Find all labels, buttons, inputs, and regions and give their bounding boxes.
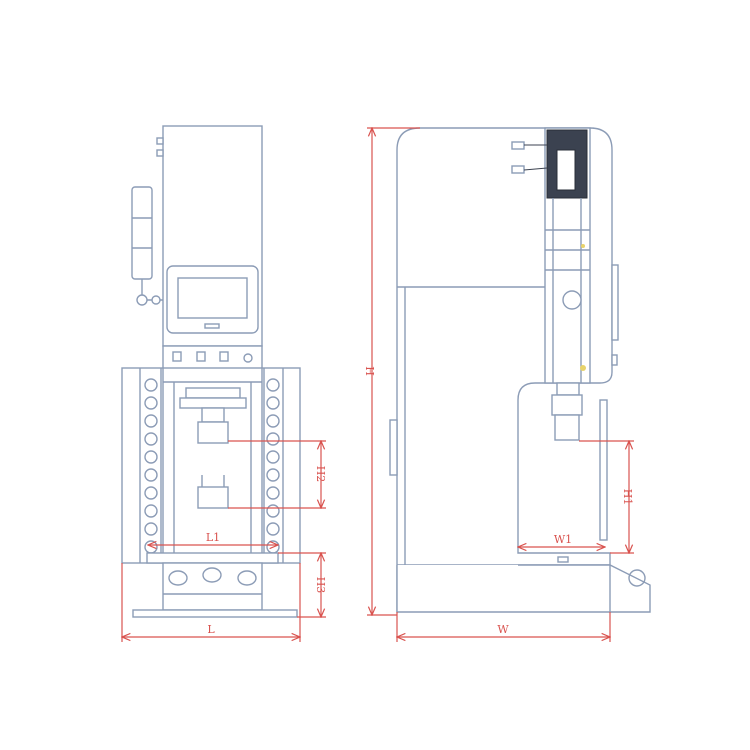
dimension-l: L (122, 563, 300, 642)
foot-knob-icon (628, 569, 646, 587)
head-tab (156, 149, 164, 157)
button-panel (162, 345, 263, 369)
column-hole (144, 378, 158, 392)
head-tab (156, 137, 164, 145)
base-plate (132, 609, 298, 618)
dimension-w: W (397, 612, 610, 642)
dimension-label-w: W (497, 623, 509, 636)
upper-die (197, 421, 229, 444)
column-hole (266, 468, 280, 482)
column-hole (144, 432, 158, 446)
coupling-icon (562, 290, 582, 310)
button-icon (196, 351, 206, 362)
column-hole (144, 504, 158, 518)
left-column (121, 367, 164, 564)
column-hole (144, 486, 158, 500)
button-icon (172, 351, 182, 362)
knob-icon (243, 353, 253, 363)
ram-assembly (179, 387, 247, 444)
column-hole (266, 450, 280, 464)
tower-light-icon (131, 186, 163, 306)
dimension-label-w1: W1 (554, 533, 572, 546)
column-hole (266, 414, 280, 428)
column-hole (144, 450, 158, 464)
side-view: H W W1 H1 (363, 127, 651, 642)
column-hole (266, 522, 280, 536)
column-hole (144, 396, 158, 410)
right-column (261, 367, 301, 564)
front-view: H2 L1 H3 L (121, 125, 327, 642)
side-ram (551, 382, 583, 441)
button-icon (219, 351, 229, 362)
column-hole (144, 414, 158, 428)
dimension-l1: L1 (148, 531, 278, 545)
dimension-label-l1: L1 (206, 531, 220, 544)
dimension-h1: H1 (579, 441, 634, 553)
column-hole (144, 468, 158, 482)
dimension-h2: H2 (228, 441, 327, 508)
work-table (146, 552, 279, 564)
dimension-w1: W1 (518, 533, 605, 547)
column-hole (266, 486, 280, 500)
side-base (396, 564, 651, 613)
column-hole (266, 378, 280, 392)
column-hole (266, 432, 280, 446)
dimension-label-h3: H3 (314, 577, 327, 594)
guide-rod (599, 399, 608, 541)
dimension-label-l: L (207, 623, 215, 636)
column-hole (266, 396, 280, 410)
column-hole (144, 522, 158, 536)
dimension-label-h2: H2 (314, 466, 327, 483)
column-hole (266, 504, 280, 518)
lower-die (197, 475, 229, 509)
dimension-h3: H3 (278, 553, 327, 617)
side-door-handle (389, 419, 398, 476)
side-handle (611, 264, 619, 341)
servo-column (544, 127, 591, 384)
dimension-h: H (363, 128, 420, 615)
dimension-label-h1: H1 (621, 489, 634, 506)
touch-screen (166, 265, 259, 334)
base-block (162, 562, 263, 611)
cable-connectors (511, 141, 548, 174)
dimension-label-h: H (363, 366, 376, 376)
